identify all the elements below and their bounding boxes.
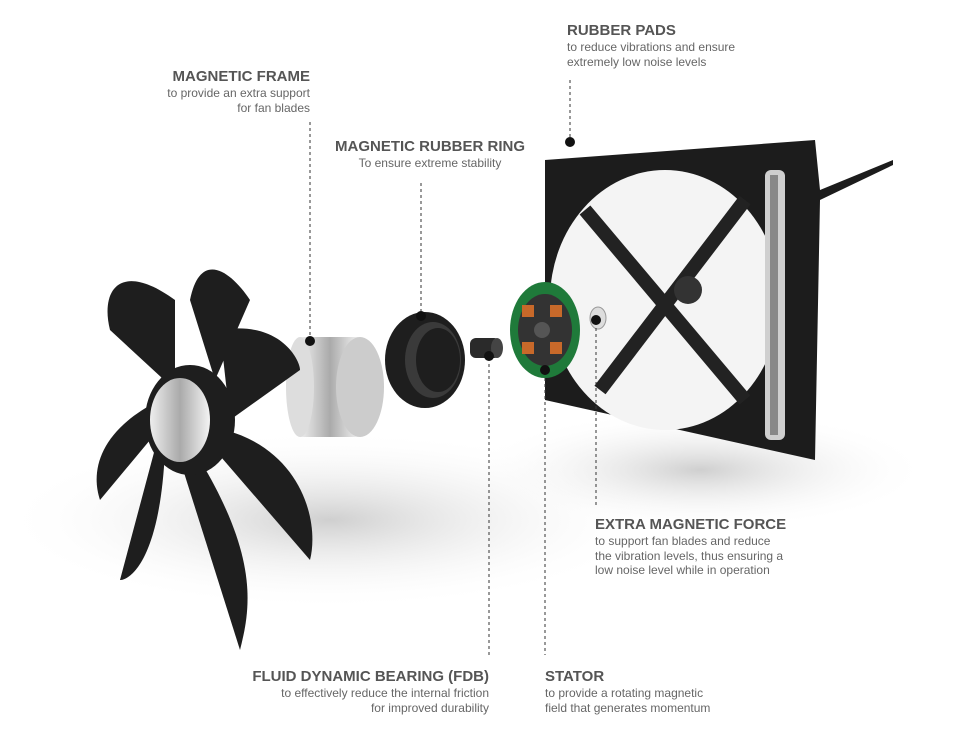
label-title: EXTRA MAGNETIC FORCE — [595, 516, 787, 533]
label-title: MAGNETIC RUBBER RING — [335, 138, 525, 155]
magnetic-frame-ring — [286, 337, 384, 437]
label-title: RUBBER PADS — [567, 22, 676, 39]
label-title: FLUID DYNAMIC BEARING (FDB) — [252, 668, 489, 685]
label-desc: low noise level while in operation — [595, 563, 770, 577]
label-title: STATOR — [545, 668, 605, 685]
label-desc: to support fan blades and reduce — [595, 534, 771, 548]
fan-impeller — [96, 269, 313, 650]
label-rubber-pads: RUBBER PADS to reduce vibrations and ens… — [567, 22, 735, 69]
label-desc: to provide a rotating magnetic — [545, 686, 704, 700]
label-desc: the vibration levels, thus ensuring a — [595, 548, 784, 563]
label-stator: STATOR to provide a rotating magnetic fi… — [545, 668, 710, 715]
label-desc: for fan blades — [237, 100, 310, 115]
label-desc: field that generates momentum — [545, 700, 711, 715]
label-fdb: FLUID DYNAMIC BEARING (FDB) to effective… — [252, 668, 489, 715]
label-desc: for improved durability — [370, 700, 489, 715]
fan-frame — [545, 140, 893, 460]
stator — [510, 282, 580, 378]
leader-lines — [309, 80, 597, 655]
label-extra-magnetic-force: EXTRA MAGNETIC FORCE to support fan blad… — [595, 516, 786, 578]
label-desc: to provide an extra support — [167, 86, 310, 100]
label-magnetic-rubber-ring: MAGNETIC RUBBER RING To ensure extreme s… — [330, 138, 530, 171]
label-desc: to reduce vibrations and ensure — [567, 40, 736, 54]
label-title: MAGNETIC FRAME — [172, 68, 311, 85]
magnetic-rubber-ring — [385, 312, 465, 408]
label-desc: To ensure extreme stability — [358, 156, 502, 170]
label-desc: extremely low noise levels — [567, 54, 707, 69]
leader-dots — [305, 137, 601, 375]
label-desc: to effectively reduce the internal frict… — [281, 686, 489, 700]
label-magnetic-frame: MAGNETIC FRAME to provide an extra suppo… — [167, 68, 310, 115]
